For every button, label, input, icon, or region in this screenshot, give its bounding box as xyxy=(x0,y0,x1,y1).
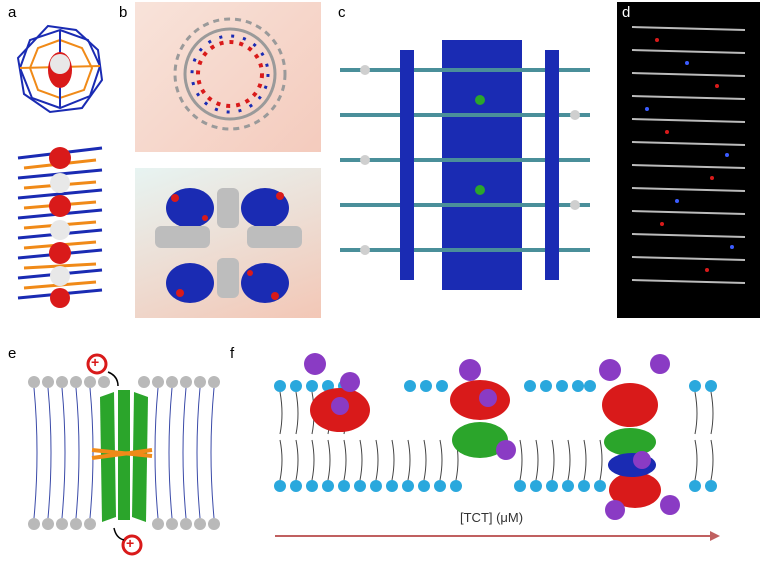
panel-c-channel-surface xyxy=(340,40,590,290)
panel-e-membrane-channel: + + xyxy=(22,352,222,562)
panel-label-b: b xyxy=(119,4,128,21)
concentration-axis-label: [TCT] (μM) xyxy=(460,510,524,525)
ring-top-view xyxy=(16,24,104,114)
panel-label-a: a xyxy=(8,4,17,21)
panel-a-molecular-model xyxy=(10,18,110,318)
panel-label-f: f xyxy=(230,345,235,362)
cation-top-icon xyxy=(86,353,108,375)
cation-bottom-icon xyxy=(121,534,143,556)
panel-label-d: d xyxy=(622,4,631,21)
panel-b-bottom-render xyxy=(135,168,321,318)
cation-bottom-symbol: + xyxy=(126,535,135,551)
panel-label-e: e xyxy=(8,345,17,362)
panel-b-top-render xyxy=(135,2,321,152)
panel-label-c: c xyxy=(338,4,346,21)
channel-water-chain xyxy=(49,147,71,308)
panel-f-concentration-series: [TCT] (μM) xyxy=(270,350,725,562)
panel-d-stacked-layers xyxy=(617,2,760,318)
cation-top-symbol: + xyxy=(91,354,100,370)
